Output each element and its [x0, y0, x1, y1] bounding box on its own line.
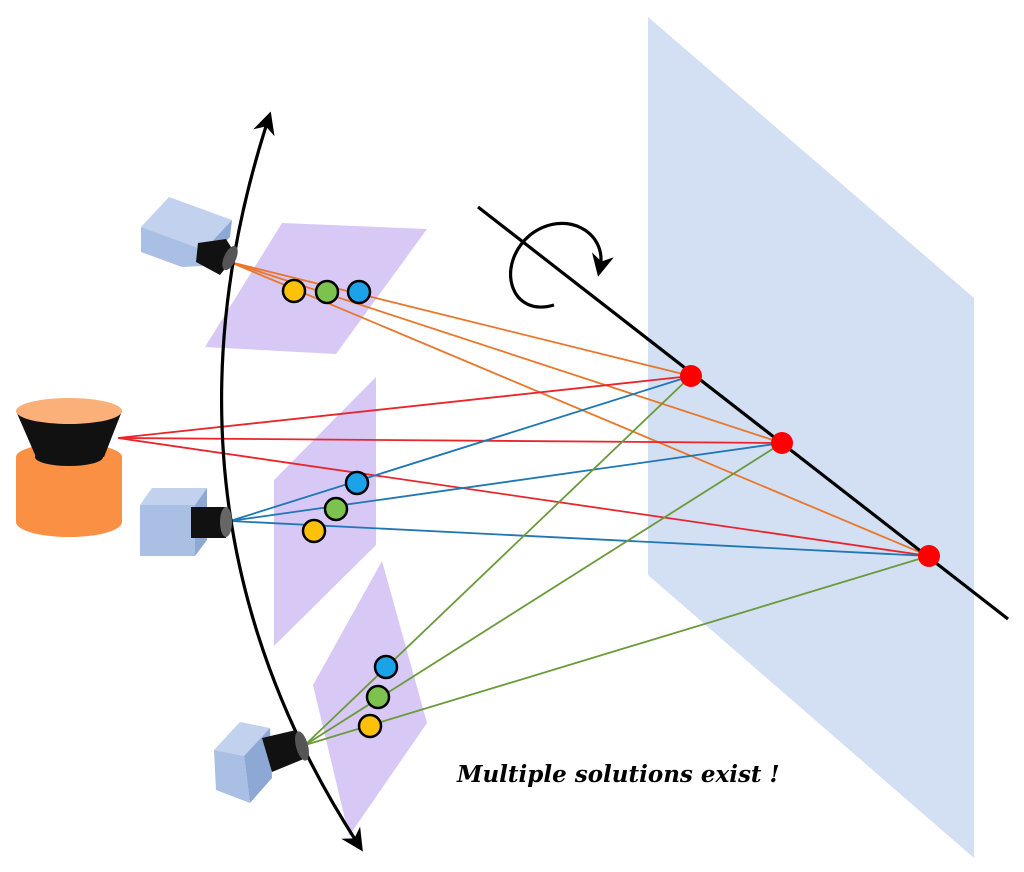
- dot-yellow: [281, 278, 307, 304]
- camera-icon: [140, 488, 232, 556]
- caption-text: Multiple solutions exist !: [456, 761, 780, 788]
- ray-green-3: [304, 555, 930, 746]
- image-dots-middle: [301, 470, 370, 544]
- camera-top: [141, 197, 238, 275]
- image-dots-bottom: [357, 654, 399, 739]
- ray-green-1: [304, 375, 692, 746]
- dot-blue: [373, 654, 399, 680]
- camera-middle: [140, 488, 232, 556]
- camera-bottom: [214, 722, 309, 803]
- projector-icon: [16, 398, 122, 537]
- camera-icon: [141, 197, 238, 275]
- background-plane: [648, 17, 974, 858]
- dot-green: [323, 496, 349, 522]
- camera-icon: [214, 722, 309, 803]
- dot-yellow: [357, 713, 383, 739]
- solution-point-2: [771, 432, 793, 454]
- ray-red-2: [117, 437, 783, 444]
- dot-green: [365, 684, 391, 710]
- dot-green: [314, 279, 340, 305]
- ray-blue-1: [229, 375, 692, 522]
- image-dots-top: [281, 278, 372, 305]
- dot-blue: [344, 470, 370, 496]
- rotation-arrow-icon: [509, 221, 614, 309]
- solution-point-1: [680, 365, 702, 387]
- ray-red-1: [117, 375, 692, 439]
- solution-point-3: [918, 545, 940, 567]
- solution-points: [680, 365, 940, 567]
- ray-red-3: [117, 437, 930, 557]
- dot-blue: [346, 279, 372, 305]
- dot-yellow: [301, 518, 327, 544]
